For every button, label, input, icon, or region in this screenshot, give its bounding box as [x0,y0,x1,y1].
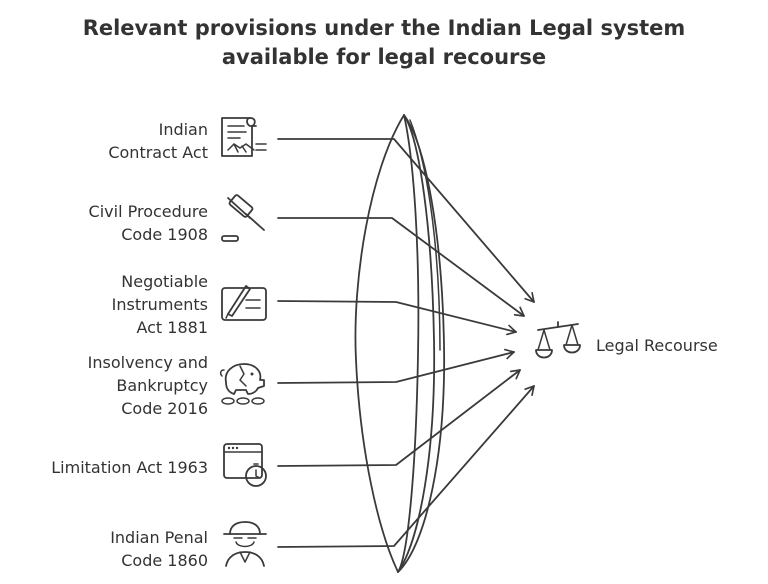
connector-civil-procedure-code [277,217,525,317]
title-line-2: available for legal recourse [221,45,547,69]
browser-timer-icon [223,443,267,487]
signed-document-icon [221,285,267,321]
contract-handshake-icon [221,117,267,157]
scales-of-justice-icon [535,321,581,359]
connectors [277,138,535,548]
gavel-icon [221,194,265,242]
connector-insolvency-bankruptcy-code [277,348,515,384]
source-label-civil-procedure-code: Civil Procedure Code 1908 [88,202,208,244]
source-label-limitation-act: Limitation Act 1963 [51,458,208,477]
detective-icon [223,521,267,567]
connector-limitation-act [277,369,521,467]
diagram-title: Relevant provisions under the Indian Leg… [0,14,768,72]
connector-indian-penal-code [277,385,535,548]
connector-indian-contract-act [277,138,535,303]
connector-negotiable-instruments-act [277,300,517,336]
source-label-negotiable-instruments-act: Negotiable Instruments Act 1881 [111,272,208,337]
source-label-indian-penal-code: Indian Penal Code 1860 [110,528,208,570]
broken-piggy-bank-icon [219,363,265,405]
lens-shape [354,114,446,573]
target-label-legal-recourse: Legal Recourse [596,336,718,355]
source-label-indian-contract-act: Indian Contract Act [108,120,208,162]
source-label-insolvency-bankruptcy-code: Insolvency and Bankruptcy Code 2016 [87,353,208,418]
title-line-1: Relevant provisions under the Indian Leg… [82,16,686,40]
